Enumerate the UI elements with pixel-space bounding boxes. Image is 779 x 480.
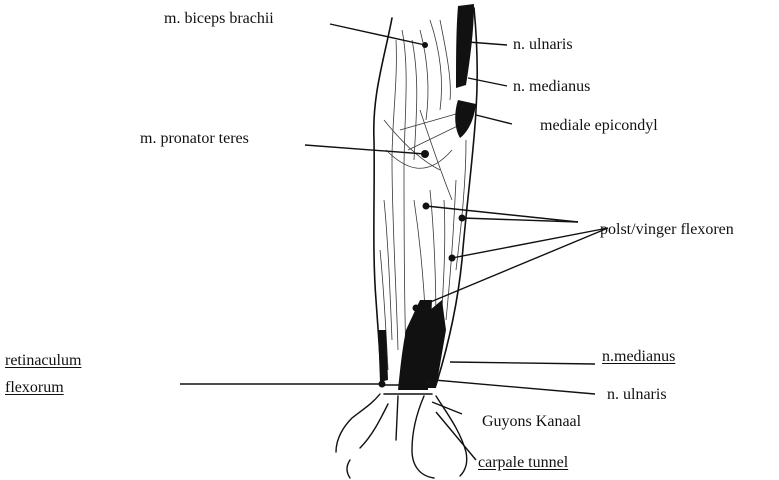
- label-retinaculum-line1: retinaculum: [5, 352, 82, 369]
- label-medianus-bottom: n.medianus: [602, 348, 676, 365]
- leader-lines: [180, 23, 609, 461]
- label-pronator: m. pronator teres: [140, 130, 249, 147]
- label-ulnaris-bottom: n. ulnaris: [607, 386, 667, 403]
- label-guyon: Guyons Kanaal: [482, 413, 582, 430]
- label-ulnaris-top: n. ulnaris: [513, 36, 573, 53]
- label-epicondyl: mediale epicondyl: [540, 117, 658, 134]
- leader-dots: [378, 42, 466, 388]
- label-retinaculum-line2: flexorum: [5, 379, 64, 396]
- label-biceps: m. biceps brachii: [164, 10, 274, 27]
- label-flexoren: polst/vinger flexoren: [600, 221, 734, 238]
- label-carpal-tunnel: carpale tunnel: [478, 454, 569, 471]
- hand-outline: [335, 393, 468, 479]
- label-medianus-top: n. medianus: [513, 78, 591, 95]
- nerve-shading: [378, 4, 476, 390]
